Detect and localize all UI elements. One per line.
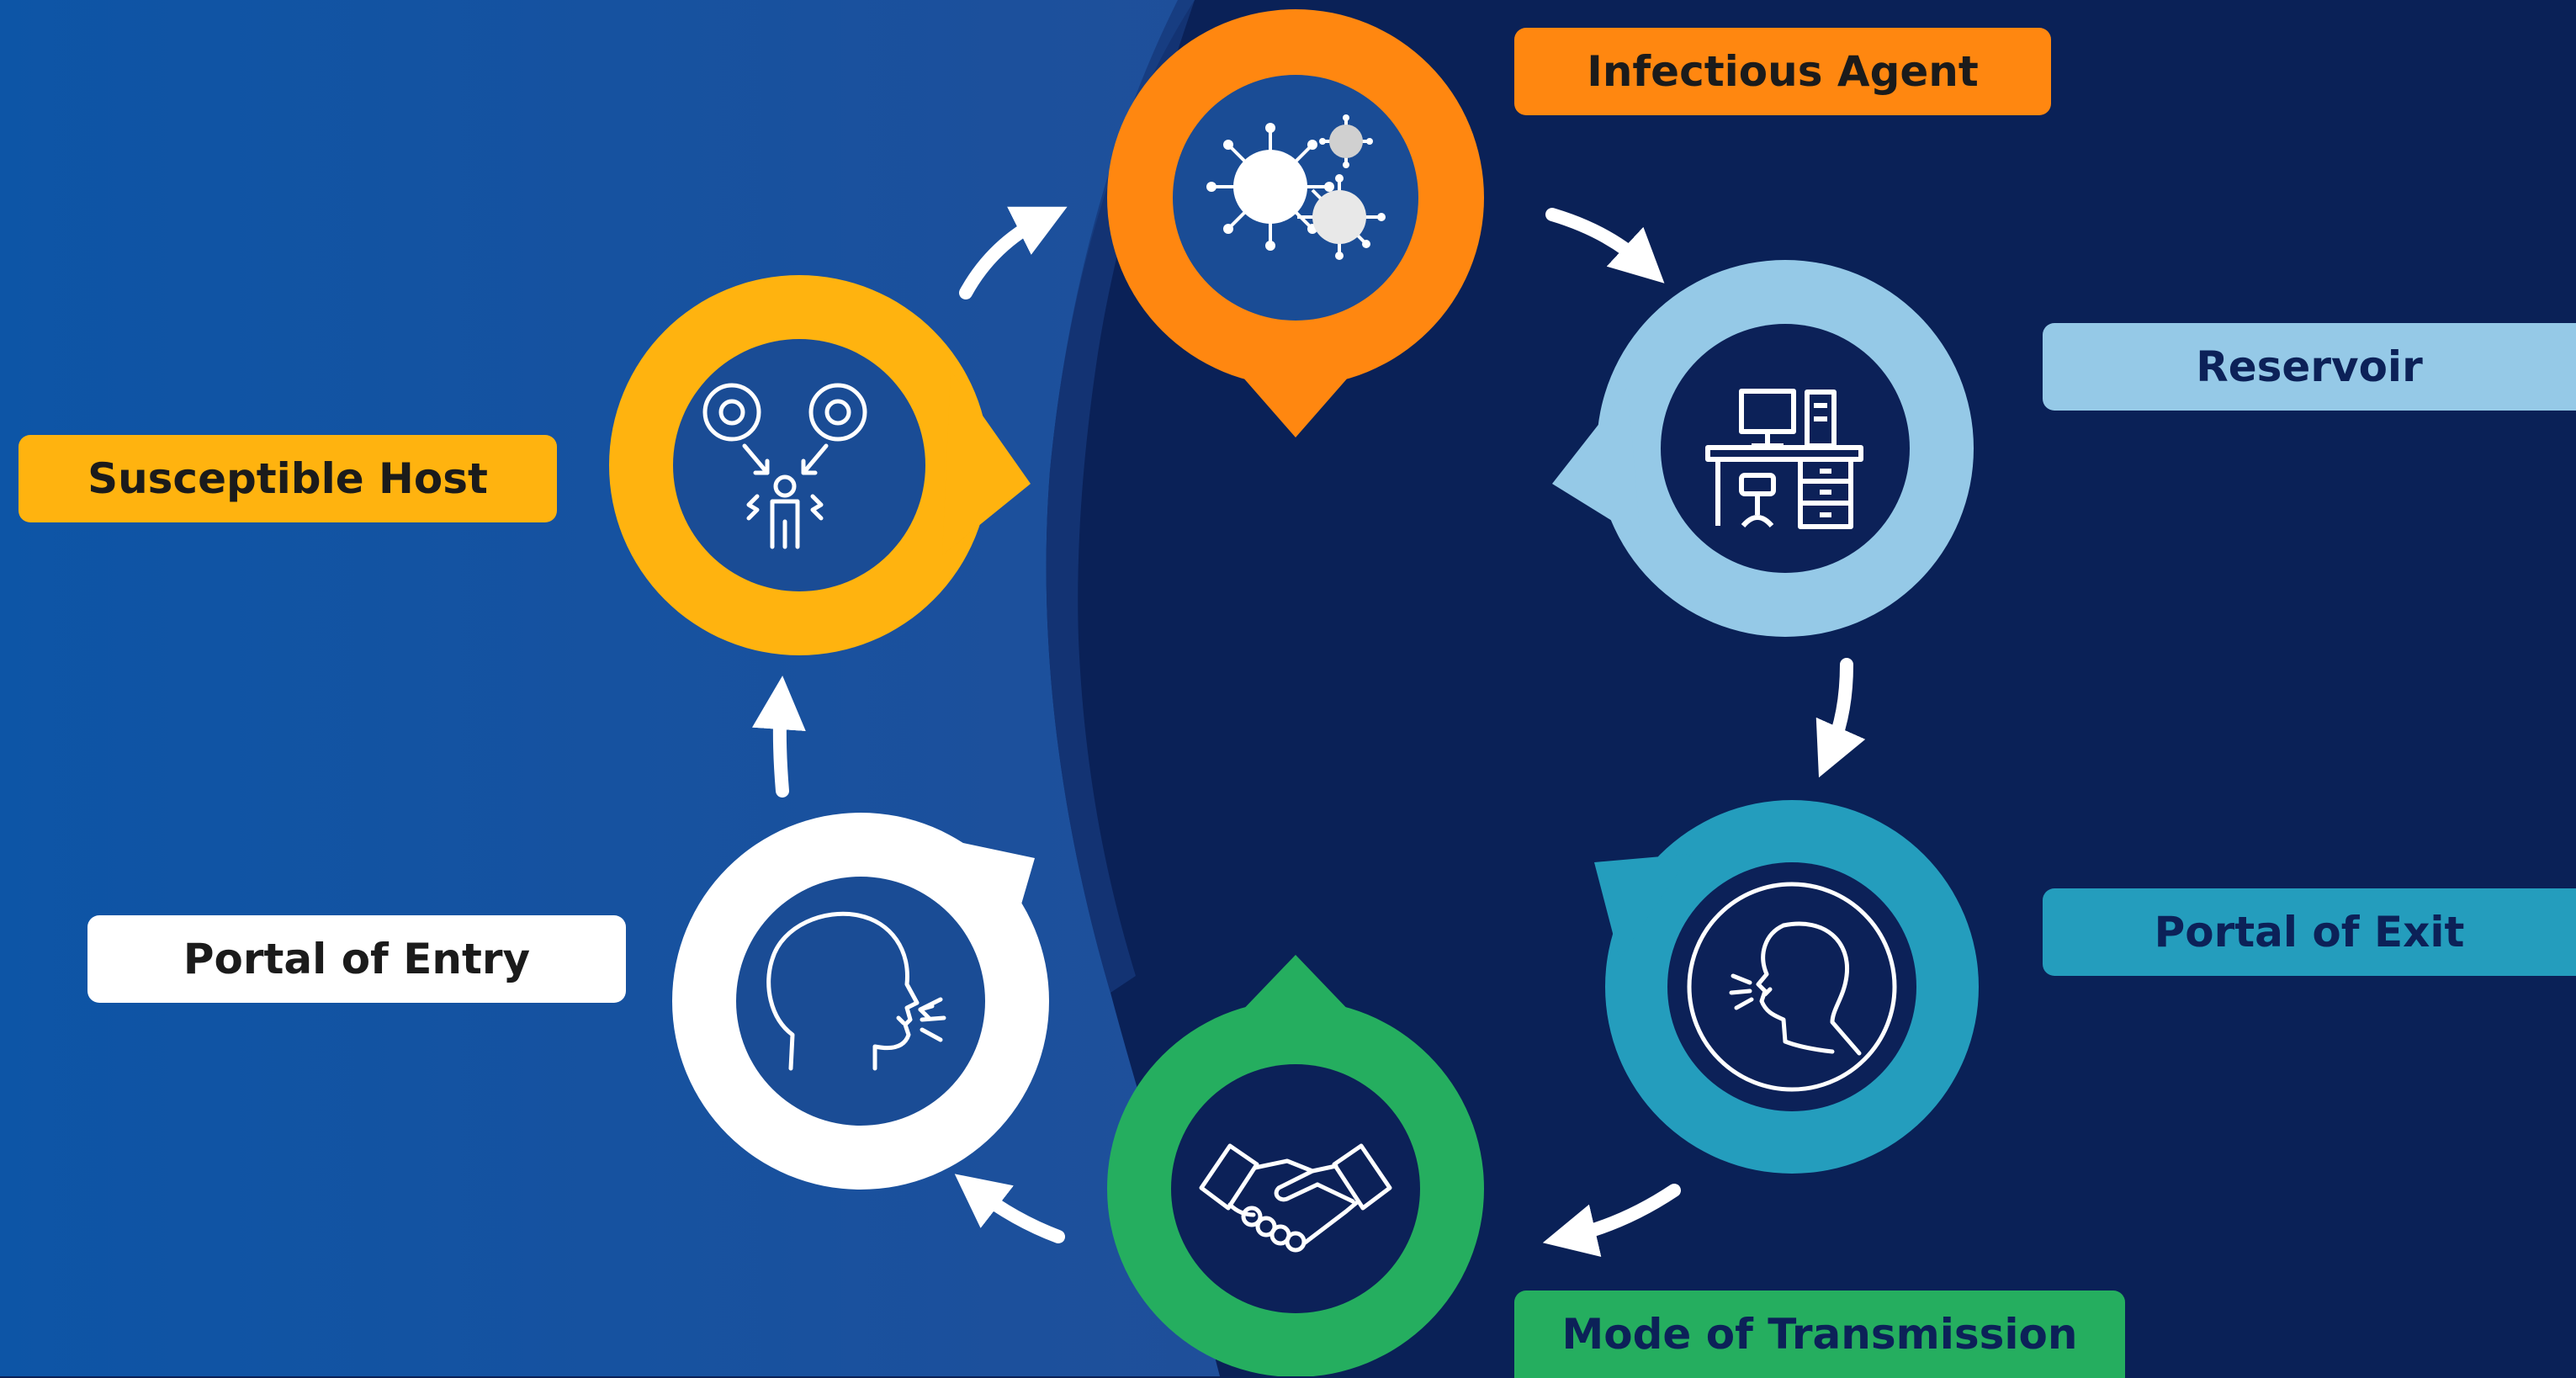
arrow-transmission-to-entry: [954, 1174, 1065, 1243]
arrow-host-to-agent: [959, 206, 1068, 299]
inner-portal-of-exit: [1667, 862, 1916, 1111]
node-portal-of-exit: [1594, 800, 1979, 1174]
office-desk-icon: [1705, 389, 1863, 529]
label-portal-of-exit: Portal of Exit: [2043, 888, 2576, 976]
coughing-person-icon: [1687, 882, 1897, 1092]
label-portal-of-entry: Portal of Entry: [87, 915, 626, 1003]
inner-mode-of-transmission: [1171, 1064, 1420, 1313]
virus-icon: [1206, 114, 1386, 260]
flow-arrows: [751, 206, 1866, 1257]
inner-susceptible-host: [673, 339, 925, 591]
label-susceptible-host: Susceptible Host: [19, 435, 557, 522]
arrow-entry-to-host: [751, 676, 806, 798]
arrow-exit-to-transmission: [1542, 1184, 1681, 1257]
pointer-susceptible-host: [942, 370, 1031, 555]
handshake-icon: [1199, 1143, 1392, 1253]
label-infectious-agent: Infectious Agent: [1514, 28, 2051, 115]
node-portal-of-entry: [672, 813, 1049, 1190]
arrow-agent-to-reservoir: [1545, 208, 1665, 284]
host-germs-icon: [702, 383, 867, 549]
label-mode-of-transmission: Mode of Transmission: [1514, 1291, 2125, 1378]
pointer-infectious-agent: [1237, 370, 1354, 437]
brush-edge: [1046, 0, 1195, 993]
arrow-reservoir-to-exit: [1815, 658, 1866, 778]
pointer-portal-of-entry: [955, 841, 1035, 959]
pointer-reservoir: [1552, 387, 1640, 538]
inhaling-head-icon: [766, 911, 946, 1071]
inner-portal-of-entry: [736, 877, 985, 1126]
pointer-mode-of-transmission: [1237, 955, 1354, 1016]
node-mode-of-transmission: [1107, 955, 1484, 1376]
label-reservoir: Reservoir: [2043, 323, 2576, 411]
pointer-portal-of-exit: [1594, 854, 1691, 959]
background-light-region: [0, 0, 1220, 1376]
